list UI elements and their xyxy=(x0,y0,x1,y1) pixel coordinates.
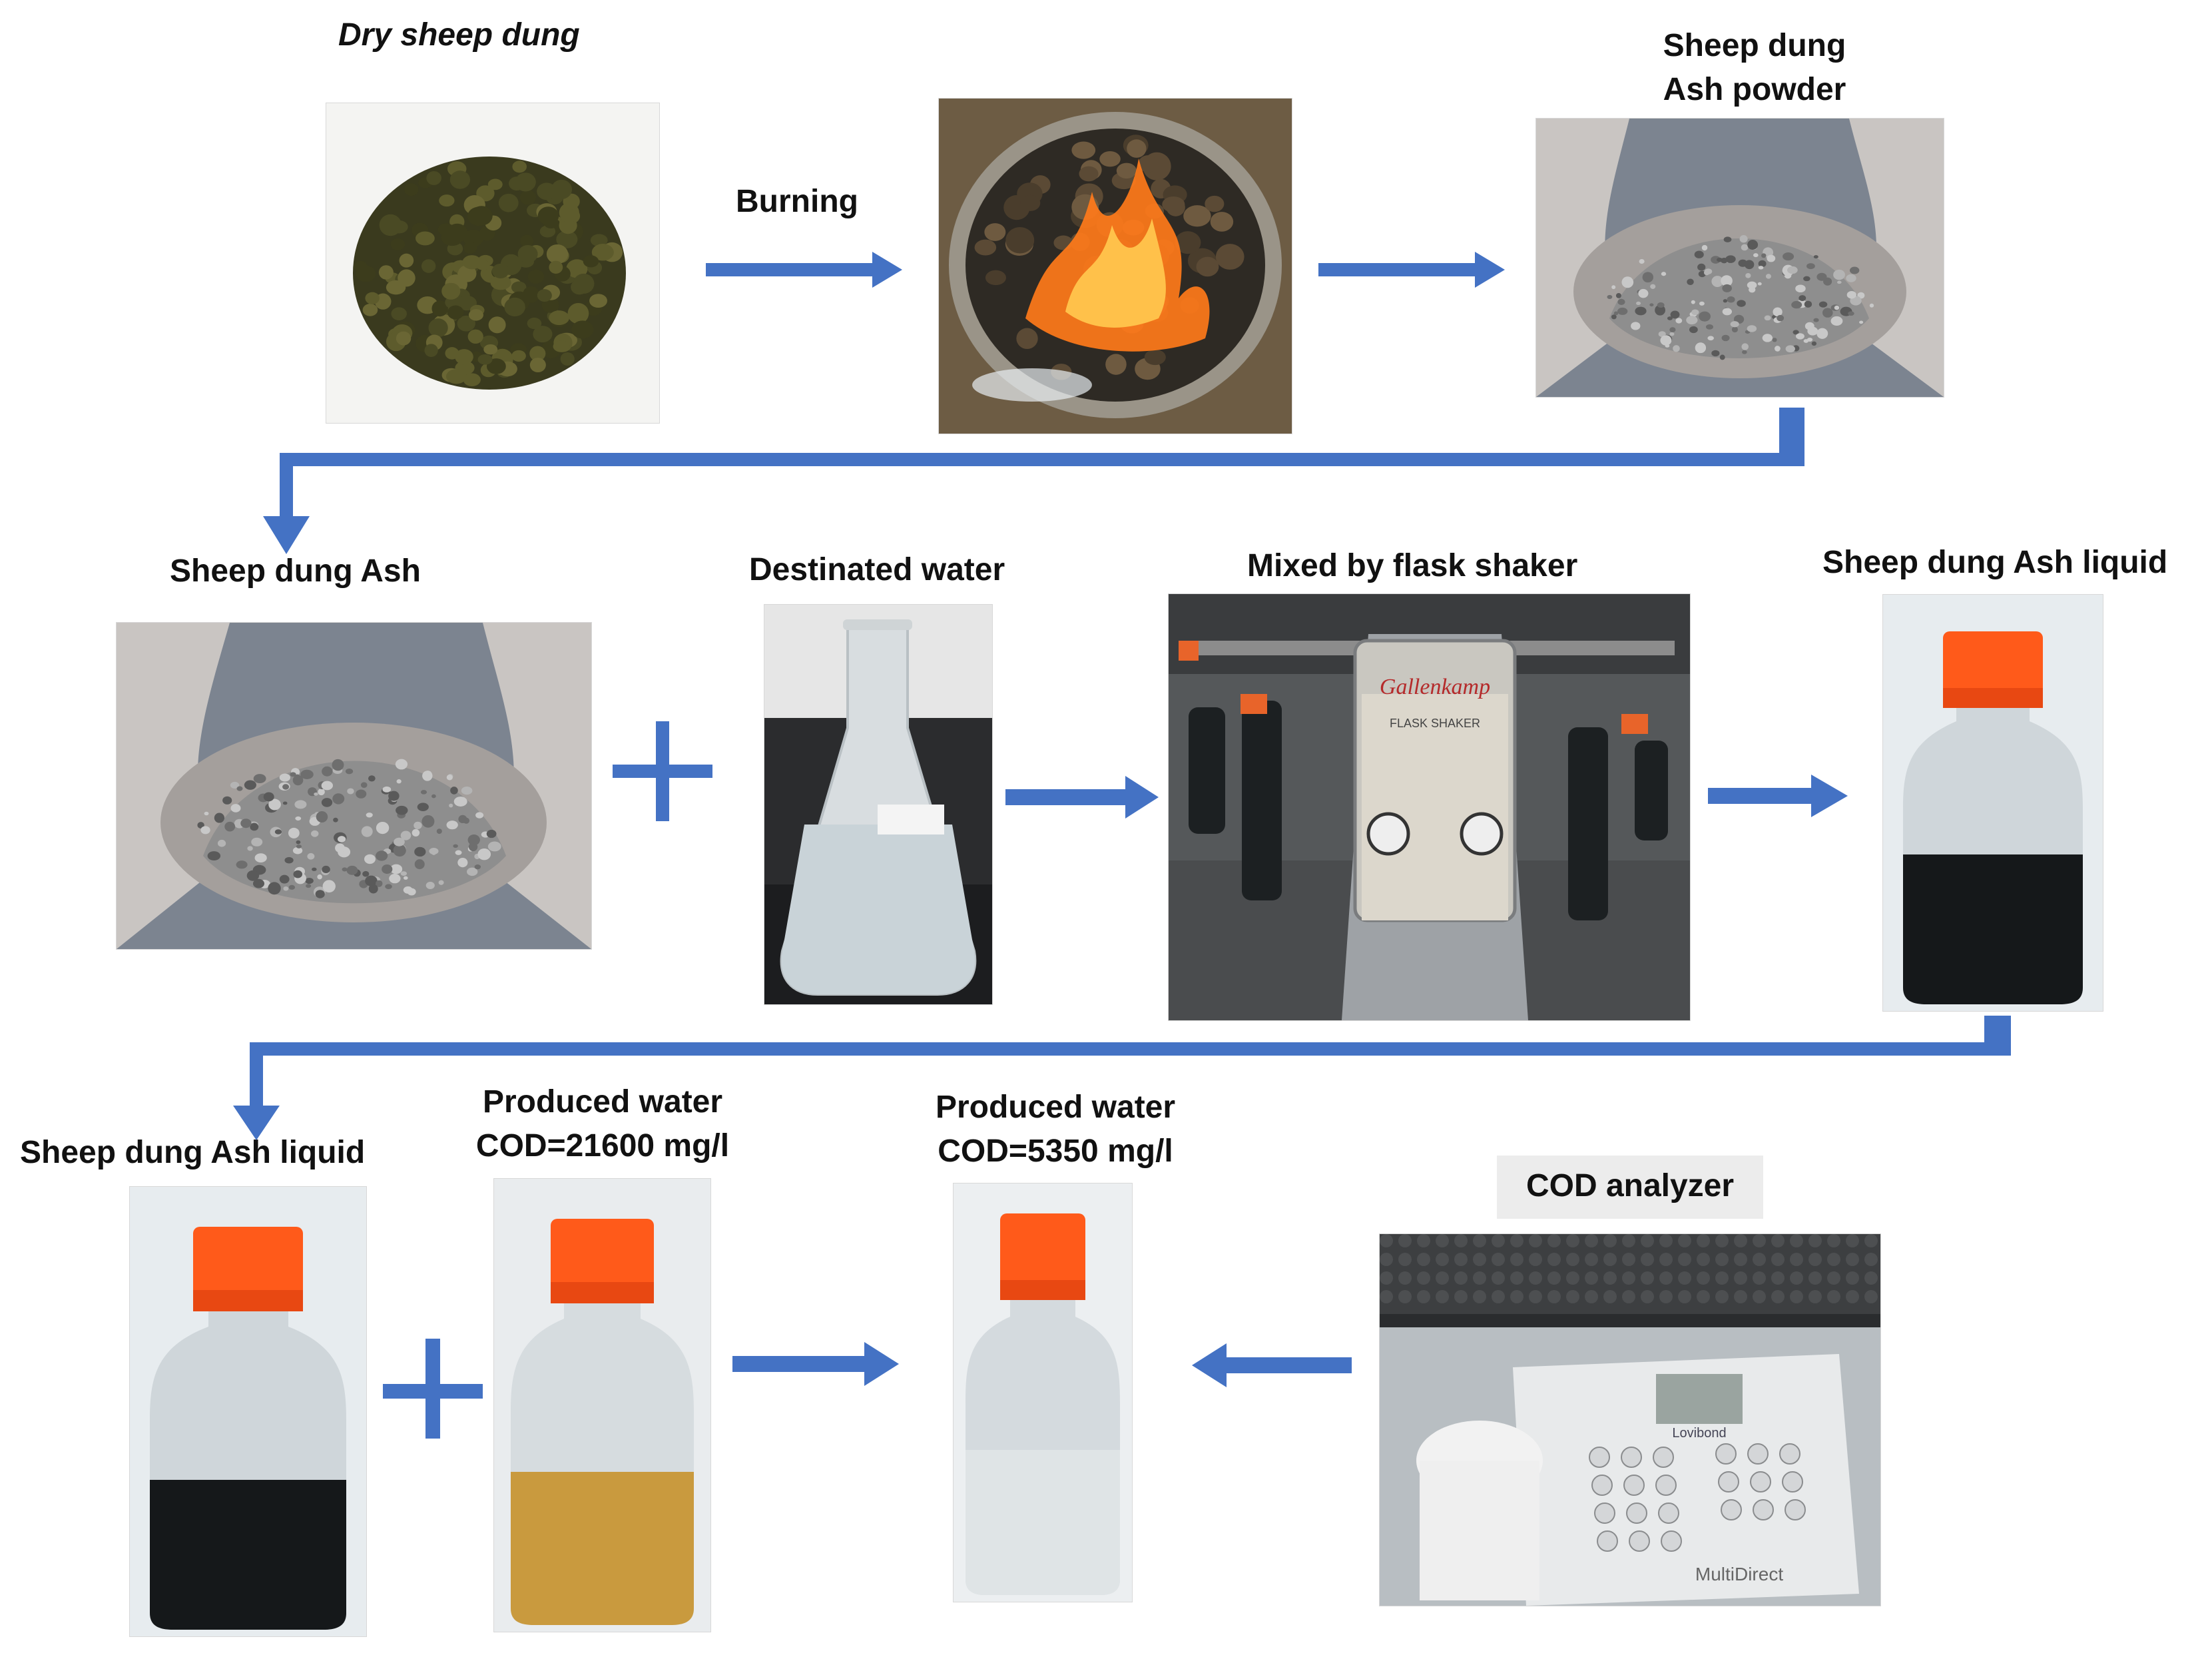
label-produced-water-2-line1: Produced water xyxy=(935,1090,1176,1125)
shaker-bottle-2 xyxy=(1242,701,1282,900)
arrow-right-icon xyxy=(1318,252,1505,288)
label-mixed-flask-shaker: Mixed by flask shaker xyxy=(1247,548,1578,583)
photo-destinated-water xyxy=(764,605,992,1004)
photo-ash-liquid-bottom xyxy=(130,1187,366,1636)
label-cod-analyzer: COD analyzer xyxy=(1525,1168,1735,1203)
label-produced-water-2: Produced water COD=5350 mg/l xyxy=(886,1086,1225,1173)
label-burning: Burning xyxy=(736,184,858,219)
analyzer-brand-text: Lovibond xyxy=(1672,1426,1726,1441)
label-ash-liquid-bottom: Sheep dung Ash liquid xyxy=(20,1135,366,1170)
shaker-bottle-3 xyxy=(1568,727,1608,920)
shaker-brand-text: Gallenkamp xyxy=(1380,675,1490,699)
shaker-bottle-4 xyxy=(1635,741,1668,840)
photo-sheep-dung-ash xyxy=(117,623,591,949)
ash-hands-illustration xyxy=(1536,119,1944,397)
label-ash-powder: Sheep dung Ash powder xyxy=(1585,24,1924,112)
erlenmeyer-flask-illustration xyxy=(764,605,992,1004)
arrow-right-icon xyxy=(1005,776,1159,819)
flask-shaker-illustration: Gallenkamp FLASK SHAKER xyxy=(1169,594,1690,1020)
bottle-yellow-illustration xyxy=(494,1179,710,1632)
label-ash-powder-line1: Sheep dung xyxy=(1663,28,1846,63)
photo-flask-shaker: Gallenkamp FLASK SHAKER xyxy=(1169,594,1690,1020)
photo-produced-water-high xyxy=(494,1179,710,1632)
label-produced-water-1-line1: Produced water xyxy=(482,1084,723,1120)
shaker-bottle-1 xyxy=(1189,707,1225,834)
bottle-dark-illustration xyxy=(1883,595,2103,1011)
label-produced-water-1: Produced water COD=21600 mg/l xyxy=(426,1080,779,1168)
arrow-right-icon xyxy=(1708,775,1848,817)
shaker-knob-left xyxy=(1366,812,1410,856)
ash-hands-illustration-2 xyxy=(117,623,591,949)
photo-ash-liquid-top xyxy=(1883,595,2103,1011)
bottle-clear-illustration xyxy=(954,1183,1132,1602)
analyzer-model-text: MultiDirect xyxy=(1695,1564,1783,1584)
arrow-left-icon xyxy=(1192,1343,1352,1387)
plus-icon xyxy=(383,1339,483,1439)
plus-icon xyxy=(613,721,712,821)
arrow-right-icon xyxy=(732,1342,899,1386)
label-ash-liquid-top: Sheep dung Ash liquid xyxy=(1822,545,2168,580)
dung-pellets-illustration xyxy=(326,103,659,423)
label-produced-water-1-line2: COD=21600 mg/l xyxy=(475,1128,730,1164)
cod-analyzer-tag xyxy=(1497,1156,1763,1219)
arrow-right-icon xyxy=(706,252,902,288)
label-destinated-water: Destinated water xyxy=(749,552,1005,587)
shaker-model-text: FLASK SHAKER xyxy=(1390,717,1480,730)
bottle-dark-illustration-2 xyxy=(130,1187,366,1636)
shaker-knob-right xyxy=(1460,812,1504,856)
photo-cod-analyzer: Lovibond MultiDirect xyxy=(1380,1234,1880,1606)
label-dry-sheep-dung: Dry sheep dung xyxy=(338,17,580,53)
label-produced-water-2-line2: COD=5350 mg/l xyxy=(938,1134,1173,1169)
photo-produced-water-low xyxy=(954,1183,1132,1602)
analyzer-screen xyxy=(1656,1374,1743,1424)
photo-burning xyxy=(939,99,1292,434)
photo-ash-powder xyxy=(1536,119,1944,397)
burning-illustration xyxy=(939,99,1292,434)
photo-dry-sheep-dung xyxy=(326,103,659,423)
cod-analyzer-illustration: Lovibond MultiDirect xyxy=(1380,1234,1880,1606)
label-ash-powder-line2: Ash powder xyxy=(1663,72,1846,107)
label-sheep-dung-ash: Sheep dung Ash xyxy=(170,553,421,589)
